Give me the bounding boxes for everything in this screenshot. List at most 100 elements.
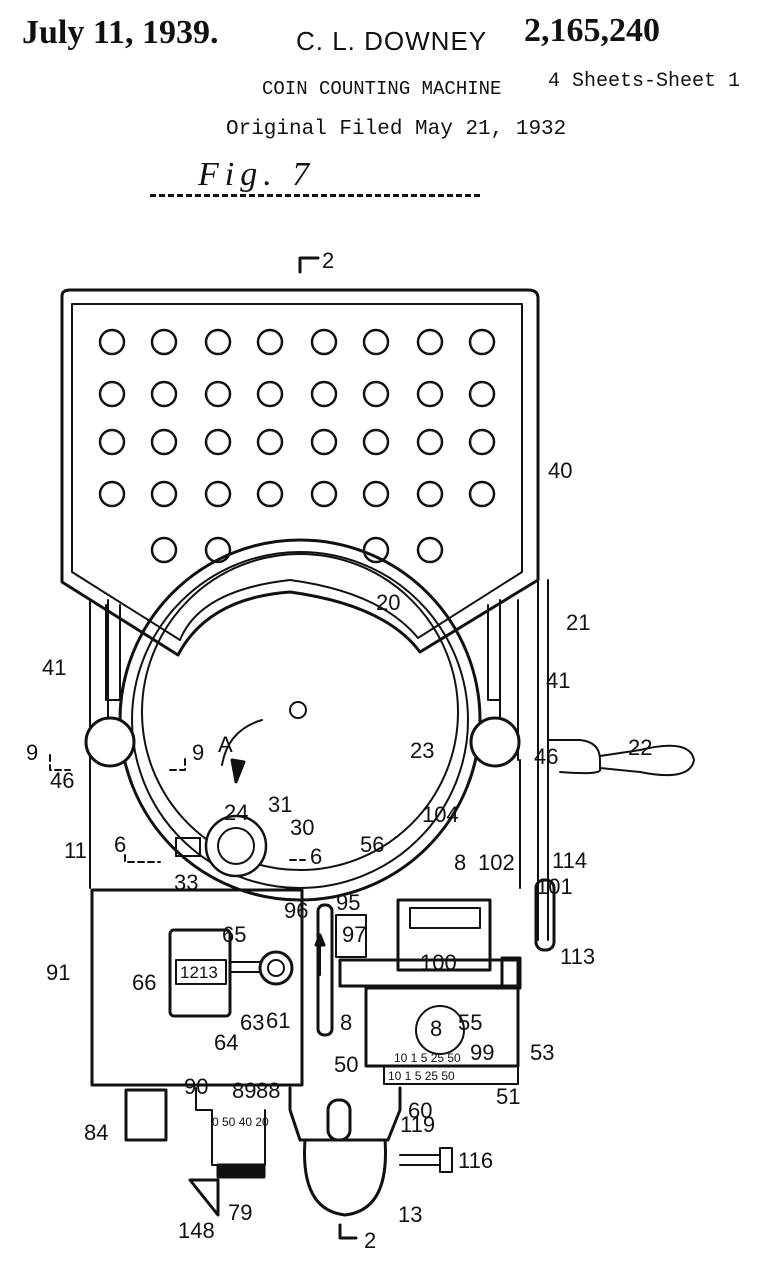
- ref-84: 84: [84, 1120, 108, 1145]
- ref-20: 20: [376, 590, 400, 615]
- thumbscrew: [439, 1147, 453, 1173]
- ref-2-top: 2: [322, 248, 334, 273]
- rotating-disc: [141, 553, 459, 871]
- denomination-scale: [383, 1065, 519, 1085]
- lower-pulley: [534, 878, 556, 952]
- guide-wheel: [316, 903, 334, 1037]
- coin-hole: [310, 480, 338, 508]
- section-2-top-arrow: [298, 256, 320, 274]
- ref-104: 104: [422, 802, 459, 827]
- coin-hole: [204, 380, 232, 408]
- ref-33: 33: [174, 870, 198, 895]
- ref-8-top: 8: [454, 850, 466, 875]
- coin-hole: [468, 428, 496, 456]
- ref-91: 91: [46, 960, 70, 985]
- sheet-count: 4 Sheets-Sheet 1: [548, 70, 741, 93]
- ref-89: 89: [232, 1078, 256, 1103]
- ref-46-left: 46: [50, 768, 74, 793]
- crank-arm: [547, 739, 601, 775]
- ref-41-left: 41: [42, 655, 66, 680]
- ref-64: 64: [214, 1030, 238, 1055]
- ref-113: 113: [560, 944, 595, 969]
- filing-date: Original Filed May 21, 1932: [226, 118, 567, 141]
- ref-9-left: 9: [26, 740, 38, 765]
- coin-hole: [150, 536, 178, 564]
- right-knob: [469, 716, 521, 768]
- ref-101: 101: [536, 874, 573, 899]
- ref-41-right: 41: [546, 668, 570, 693]
- clamp-slot: [326, 1098, 352, 1142]
- ref-24: 24: [224, 800, 248, 825]
- hopper-plate-inner: [71, 303, 523, 641]
- gear-hub: [267, 959, 285, 977]
- coin-hole: [362, 380, 390, 408]
- counter-window: [175, 959, 227, 985]
- invention-title: COIN COUNTING MACHINE: [262, 78, 502, 100]
- rotation-arrow: [221, 719, 263, 766]
- plunger-cap: [216, 1163, 266, 1179]
- mechanism-block: [396, 898, 492, 972]
- ref-100: 100: [420, 950, 457, 975]
- figure-underline: [150, 194, 480, 197]
- ref-11: 11: [64, 838, 87, 863]
- coin-window: [415, 1005, 465, 1055]
- ref-46-right: 46: [534, 744, 558, 769]
- ref-23: 23: [410, 738, 434, 763]
- ref-22: 22: [628, 735, 652, 760]
- coin-hole: [256, 480, 284, 508]
- coin-hole: [416, 328, 444, 356]
- ref-6-left: 6: [114, 832, 126, 857]
- coin-hole: [468, 328, 496, 356]
- thumbscrew-shaft: [399, 1154, 441, 1166]
- coin-hole: [416, 428, 444, 456]
- patent-number: 2,165,240: [524, 12, 660, 49]
- ref-60: 60: [408, 1098, 432, 1123]
- coin-hole: [310, 380, 338, 408]
- left-slot: [105, 604, 121, 701]
- rotating-disc-edge: [131, 551, 469, 889]
- ref-8-low: 8: [340, 1010, 352, 1035]
- scale-left: 0 50 40 20: [212, 1115, 269, 1129]
- figure-label: Fig. 7: [198, 156, 316, 193]
- right-slot: [487, 604, 501, 701]
- ref-96: 96: [284, 898, 308, 923]
- chute-97: [335, 914, 367, 958]
- counter-digits: 1213: [180, 963, 218, 982]
- patent-date: July 11, 1939.: [22, 14, 219, 51]
- ref-119: 119: [400, 1112, 435, 1137]
- ref-66: 66: [132, 970, 156, 995]
- ref-8-mid: 8: [430, 1016, 442, 1041]
- counter-shaft: [231, 961, 261, 973]
- ref-99: 99: [470, 1040, 494, 1065]
- ref-61: 61: [266, 1008, 290, 1033]
- arrow-up-head: [314, 933, 326, 947]
- coin-hole: [150, 380, 178, 408]
- ref-79: 79: [228, 1200, 252, 1225]
- ref-2-bottom: 2: [364, 1228, 376, 1253]
- rotation-arrowhead: [230, 758, 246, 784]
- coin-hole: [362, 480, 390, 508]
- ref-148: 148: [178, 1218, 215, 1243]
- left-knob: [84, 716, 136, 768]
- coin-hole: [256, 328, 284, 356]
- coin-hole: [98, 428, 126, 456]
- disc-hub: [289, 701, 307, 719]
- dial-shaft: [175, 837, 201, 857]
- ref-88: 88: [256, 1078, 280, 1103]
- scale-upper: 10 1 5 25 50: [394, 1051, 461, 1065]
- ref-63: 63: [240, 1010, 264, 1035]
- coin-hole: [98, 380, 126, 408]
- ref-40: 40: [548, 458, 572, 483]
- hopper-plate-outer: [60, 288, 540, 657]
- crank-handle: [599, 744, 695, 777]
- ref-53: 53: [530, 1040, 554, 1065]
- coin-hole: [256, 380, 284, 408]
- ref-6-right: 6: [310, 844, 322, 869]
- coin-hole: [362, 428, 390, 456]
- ref-30: 30: [290, 815, 314, 840]
- ref-116: 116: [458, 1148, 493, 1173]
- ref-21: 21: [566, 610, 590, 635]
- clamp-loop: [303, 1138, 387, 1217]
- coin-hole: [416, 480, 444, 508]
- lever-148: [188, 1178, 220, 1217]
